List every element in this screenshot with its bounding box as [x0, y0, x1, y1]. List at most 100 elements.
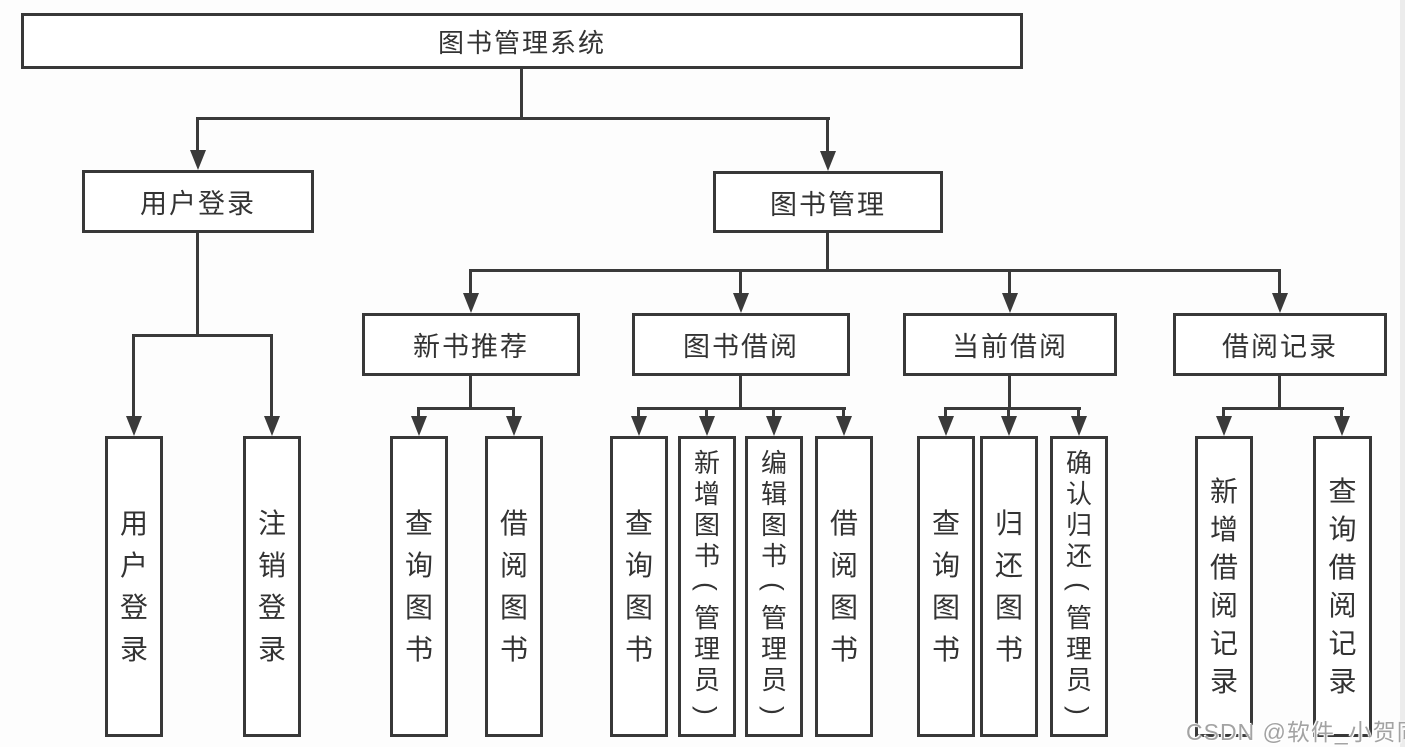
vertical-char: 书: [760, 540, 787, 571]
vertical-char: 注: [257, 507, 286, 539]
connector-arrow: [506, 416, 522, 436]
vertical-char: 用: [119, 507, 148, 539]
connector-line: [826, 233, 829, 272]
connector-line: [197, 117, 830, 120]
leaf-logout: 注销登录: [243, 436, 301, 737]
node-root-label: 图书管理系统: [437, 27, 606, 58]
connector-line: [705, 407, 708, 419]
vertical-char: 还: [994, 549, 1023, 581]
page-edge: [1400, 0, 1405, 747]
vertical-char: 管: [693, 602, 720, 633]
vertical-char: 询: [624, 549, 653, 581]
vertical-char: 查: [931, 507, 960, 539]
connector-arrow: [836, 416, 852, 436]
connector-line: [417, 407, 515, 410]
connector-arrow: [1334, 416, 1350, 436]
connector-line: [1077, 407, 1080, 419]
node-user-login-label: 用户登录: [140, 189, 256, 219]
vertical-char: 记: [1328, 627, 1357, 659]
leaf-query-books-current: 查询图书: [917, 436, 975, 737]
vertical-char: 查: [1328, 475, 1357, 507]
vertical-char: 理: [1065, 633, 1092, 664]
vertical-char: (: [1063, 582, 1094, 591]
vertical-char: 员: [760, 664, 787, 695]
vertical-char: 借: [829, 507, 858, 539]
vertical-char: 认: [1065, 478, 1092, 509]
node-new-book-recommend-label: 新书推荐: [413, 332, 529, 362]
node-current-borrow: 当前借阅: [903, 313, 1117, 376]
connector-line: [1008, 376, 1011, 410]
connector-arrow: [938, 416, 954, 436]
vertical-char: 登: [119, 591, 148, 623]
vertical-char: 理: [760, 633, 787, 664]
vertical-char: 增: [1209, 513, 1238, 545]
connector-line: [132, 334, 135, 418]
connector-arrow: [463, 293, 479, 313]
leaf-edit-books-admin: 编辑图书 ( 管理员): [745, 436, 803, 737]
connector-arrow: [631, 416, 647, 436]
leaf-add-borrow-record: 新增借阅记录: [1195, 436, 1253, 737]
vertical-char: 员: [693, 664, 720, 695]
connector-arrow: [1001, 416, 1017, 436]
connector-line: [826, 117, 829, 153]
vertical-char: 增: [693, 478, 720, 509]
leaf-borrow-books-newbook: 借阅图书: [485, 436, 543, 737]
vertical-char: 编: [760, 447, 787, 478]
vertical-char: 阅: [1209, 589, 1238, 621]
connector-line: [772, 407, 775, 419]
connector-line: [196, 232, 199, 335]
vertical-char: 归: [1065, 509, 1092, 540]
connector-line: [469, 269, 1281, 272]
connector-arrow: [733, 293, 749, 313]
vertical-char: ): [758, 706, 789, 715]
vertical-char: 询: [1328, 513, 1357, 545]
connector-line: [196, 117, 199, 152]
vertical-char: 录: [257, 633, 286, 665]
vertical-char: 查: [404, 507, 433, 539]
leaf-return-books: 归还图书: [980, 436, 1038, 737]
node-new-book-recommend: 新书推荐: [362, 313, 580, 376]
vertical-char: 辑: [760, 478, 787, 509]
vertical-char: 销: [257, 549, 286, 581]
vertical-char: 管: [760, 602, 787, 633]
connector-line: [944, 407, 947, 419]
vertical-char: 管: [1065, 602, 1092, 633]
vertical-char: ): [691, 706, 722, 715]
node-book-borrow: 图书借阅: [632, 313, 850, 376]
vertical-char: 登: [257, 591, 286, 623]
vertical-char: (: [691, 582, 722, 591]
vertical-char: 录: [1328, 665, 1357, 697]
vertical-char: 还: [1065, 540, 1092, 571]
connector-line: [739, 269, 742, 295]
connector-line: [1278, 269, 1281, 295]
connector-line: [469, 376, 472, 410]
node-book-management: 图书管理: [713, 171, 943, 233]
vertical-char: 图: [624, 591, 653, 623]
vertical-char: 图: [404, 591, 433, 623]
vertical-char: 询: [931, 549, 960, 581]
vertical-char: ): [1063, 706, 1094, 715]
vertical-char: 员: [1065, 664, 1092, 695]
vertical-char: 查: [624, 507, 653, 539]
vertical-char: 图: [760, 509, 787, 540]
connector-line: [842, 407, 845, 419]
vertical-char: 图: [499, 591, 528, 623]
csdn-watermark: CSDN @软件_小贺同学: [1186, 719, 1405, 745]
vertical-char: 阅: [829, 549, 858, 581]
connector-line: [133, 334, 273, 337]
vertical-char: 新: [693, 447, 720, 478]
vertical-char: 记: [1209, 627, 1238, 659]
leaf-query-books-newbook: 查询图书: [390, 436, 448, 737]
vertical-char: (: [758, 582, 789, 591]
node-book-management-label: 图书管理: [770, 189, 886, 220]
connector-arrow: [126, 416, 142, 436]
vertical-char: 图: [994, 591, 1023, 623]
connector-arrow: [1002, 293, 1018, 313]
vertical-char: 新: [1209, 475, 1238, 507]
vertical-char: 书: [404, 633, 433, 665]
connector-line: [739, 376, 742, 410]
node-user-login: 用户登录: [82, 170, 314, 233]
vertical-char: 询: [404, 549, 433, 581]
vertical-char: 阅: [1328, 589, 1357, 621]
connector-arrow: [820, 151, 836, 171]
